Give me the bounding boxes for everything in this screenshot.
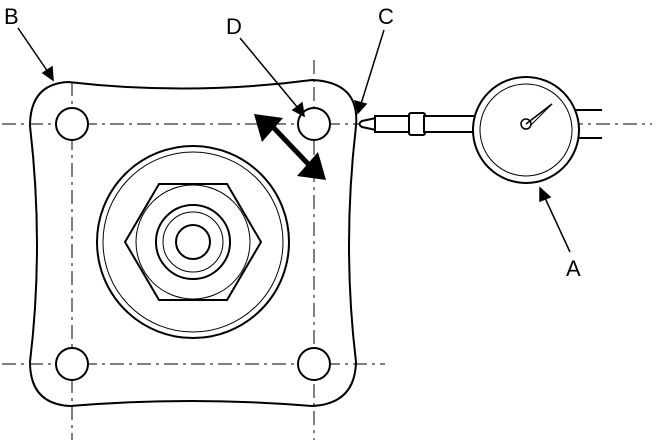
leader-line-a (544, 197, 571, 253)
nut-washer-inner (162, 211, 224, 273)
dial-face (479, 83, 573, 177)
bolt-hole-bottom-right (297, 347, 331, 381)
nut-washer-mid (155, 204, 231, 280)
stud-end (175, 224, 211, 260)
callout-label-a: A (566, 256, 581, 281)
dial-indicator (358, 76, 602, 184)
probe-collar (408, 112, 426, 136)
leader-lines (17, 27, 571, 253)
bolt-hole-bottom-left (55, 347, 89, 381)
hex-nut (123, 183, 263, 301)
leader-line-c (360, 29, 385, 105)
rotation-arrowhead-up (254, 114, 283, 142)
bolt-hole-top-left (55, 107, 89, 141)
bolt-hole-top-right (297, 107, 331, 141)
probe-stem (423, 115, 479, 133)
rotation-arrow (254, 114, 326, 180)
hub-outer-ring (96, 145, 290, 339)
probe-sleeve (374, 115, 412, 133)
callout-label-b: B (4, 4, 19, 29)
hub (96, 145, 290, 339)
hub-inner-ring (102, 151, 284, 333)
dial-needle (525, 103, 553, 125)
rotation-arrowhead-down (297, 152, 326, 180)
leader-line-d (239, 37, 299, 109)
flange-outline (28, 78, 358, 408)
callout-label-d: D (226, 14, 242, 39)
probe-tip (358, 117, 377, 131)
leader-line-b (17, 27, 49, 73)
nut-washer-outer (135, 184, 251, 300)
callout-label-c: C (378, 4, 394, 29)
